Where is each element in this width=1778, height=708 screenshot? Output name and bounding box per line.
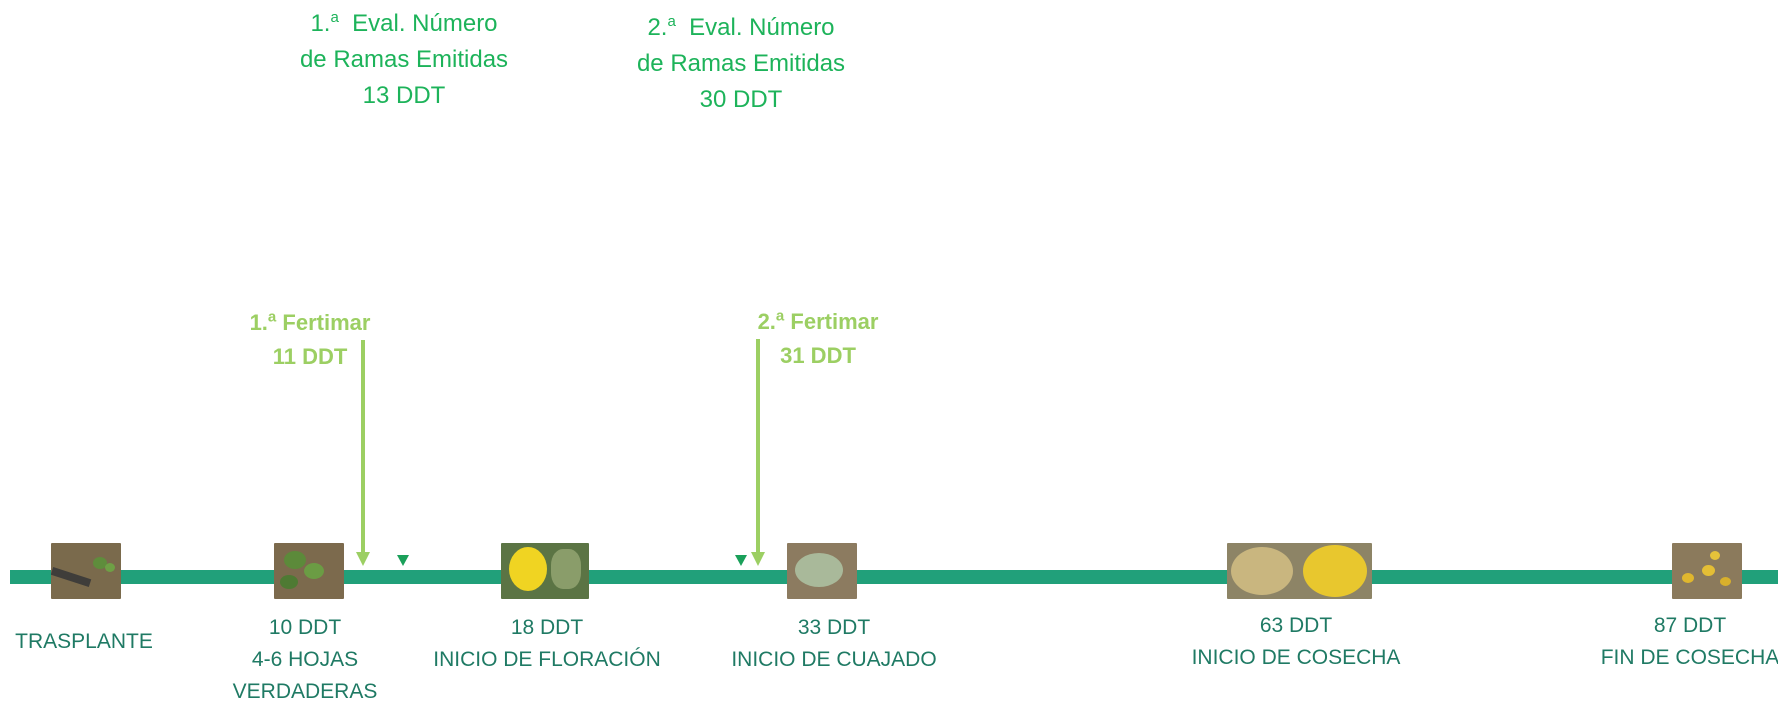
stage-1-line1: TRASPLANTE (15, 626, 153, 658)
evaluation-2-arrowhead (735, 555, 747, 566)
flower-photo (501, 543, 589, 599)
stage-5-line2: INICIO DE COSECHA (1192, 642, 1401, 674)
fertimar-1-arrowhead (356, 552, 370, 566)
seedling-photo (51, 543, 121, 599)
young-plant-photo (274, 543, 344, 599)
stage-1-label: TRASPLANTE (15, 626, 153, 658)
stage-3-line2: INICIO DE FLORACIÓN (433, 644, 661, 676)
melon-harvest-photo (1227, 543, 1372, 599)
stage-6-line2: FIN DE COSECHA (1601, 642, 1778, 674)
stage-3-line1: 18 DDT (433, 612, 661, 644)
stage-2-label: 10 DDT 4-6 HOJAS VERDADERAS (233, 612, 378, 708)
stage-6-line1: 87 DDT (1601, 610, 1778, 642)
stage-2-line3: VERDADERAS (233, 676, 378, 708)
stage-2-line1: 10 DDT (233, 612, 378, 644)
stage-4-label: 33 DDT INICIO DE CUAJADO (731, 612, 936, 676)
evaluation-1-arrowhead (397, 555, 409, 566)
stage-4-line2: INICIO DE CUAJADO (731, 644, 936, 676)
stage-5-line1: 63 DDT (1192, 610, 1401, 642)
stage-2-line2: 4-6 HOJAS (233, 644, 378, 676)
stage-6-label: 87 DDT FIN DE COSECHA (1601, 610, 1778, 674)
stage-5-label: 63 DDT INICIO DE COSECHA (1192, 610, 1401, 674)
fruit-set-photo (787, 543, 857, 599)
end-harvest-photo (1672, 543, 1742, 599)
fertimar-2-arrowhead (751, 552, 765, 566)
stage-3-label: 18 DDT INICIO DE FLORACIÓN (433, 612, 661, 676)
stage-4-line1: 33 DDT (731, 612, 936, 644)
